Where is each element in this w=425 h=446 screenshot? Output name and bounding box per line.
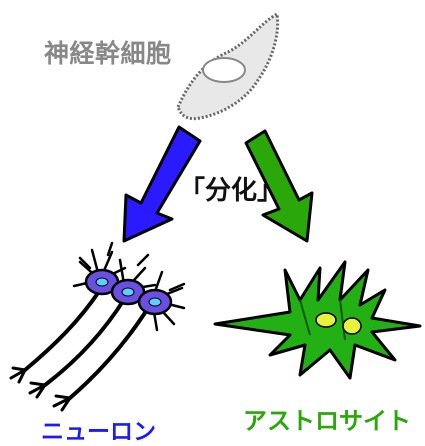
stem-cell-label: 神経幹細胞	[44, 34, 172, 70]
neuron-label: ニューロン	[41, 412, 156, 446]
stem-cell-icon	[178, 14, 278, 119]
neuron-cells-icon	[11, 243, 184, 410]
astrocyte-label: アストロサイト	[243, 401, 411, 436]
differentiation-label: 「分化」	[179, 170, 283, 207]
astrocyte-cells-icon	[215, 262, 420, 378]
